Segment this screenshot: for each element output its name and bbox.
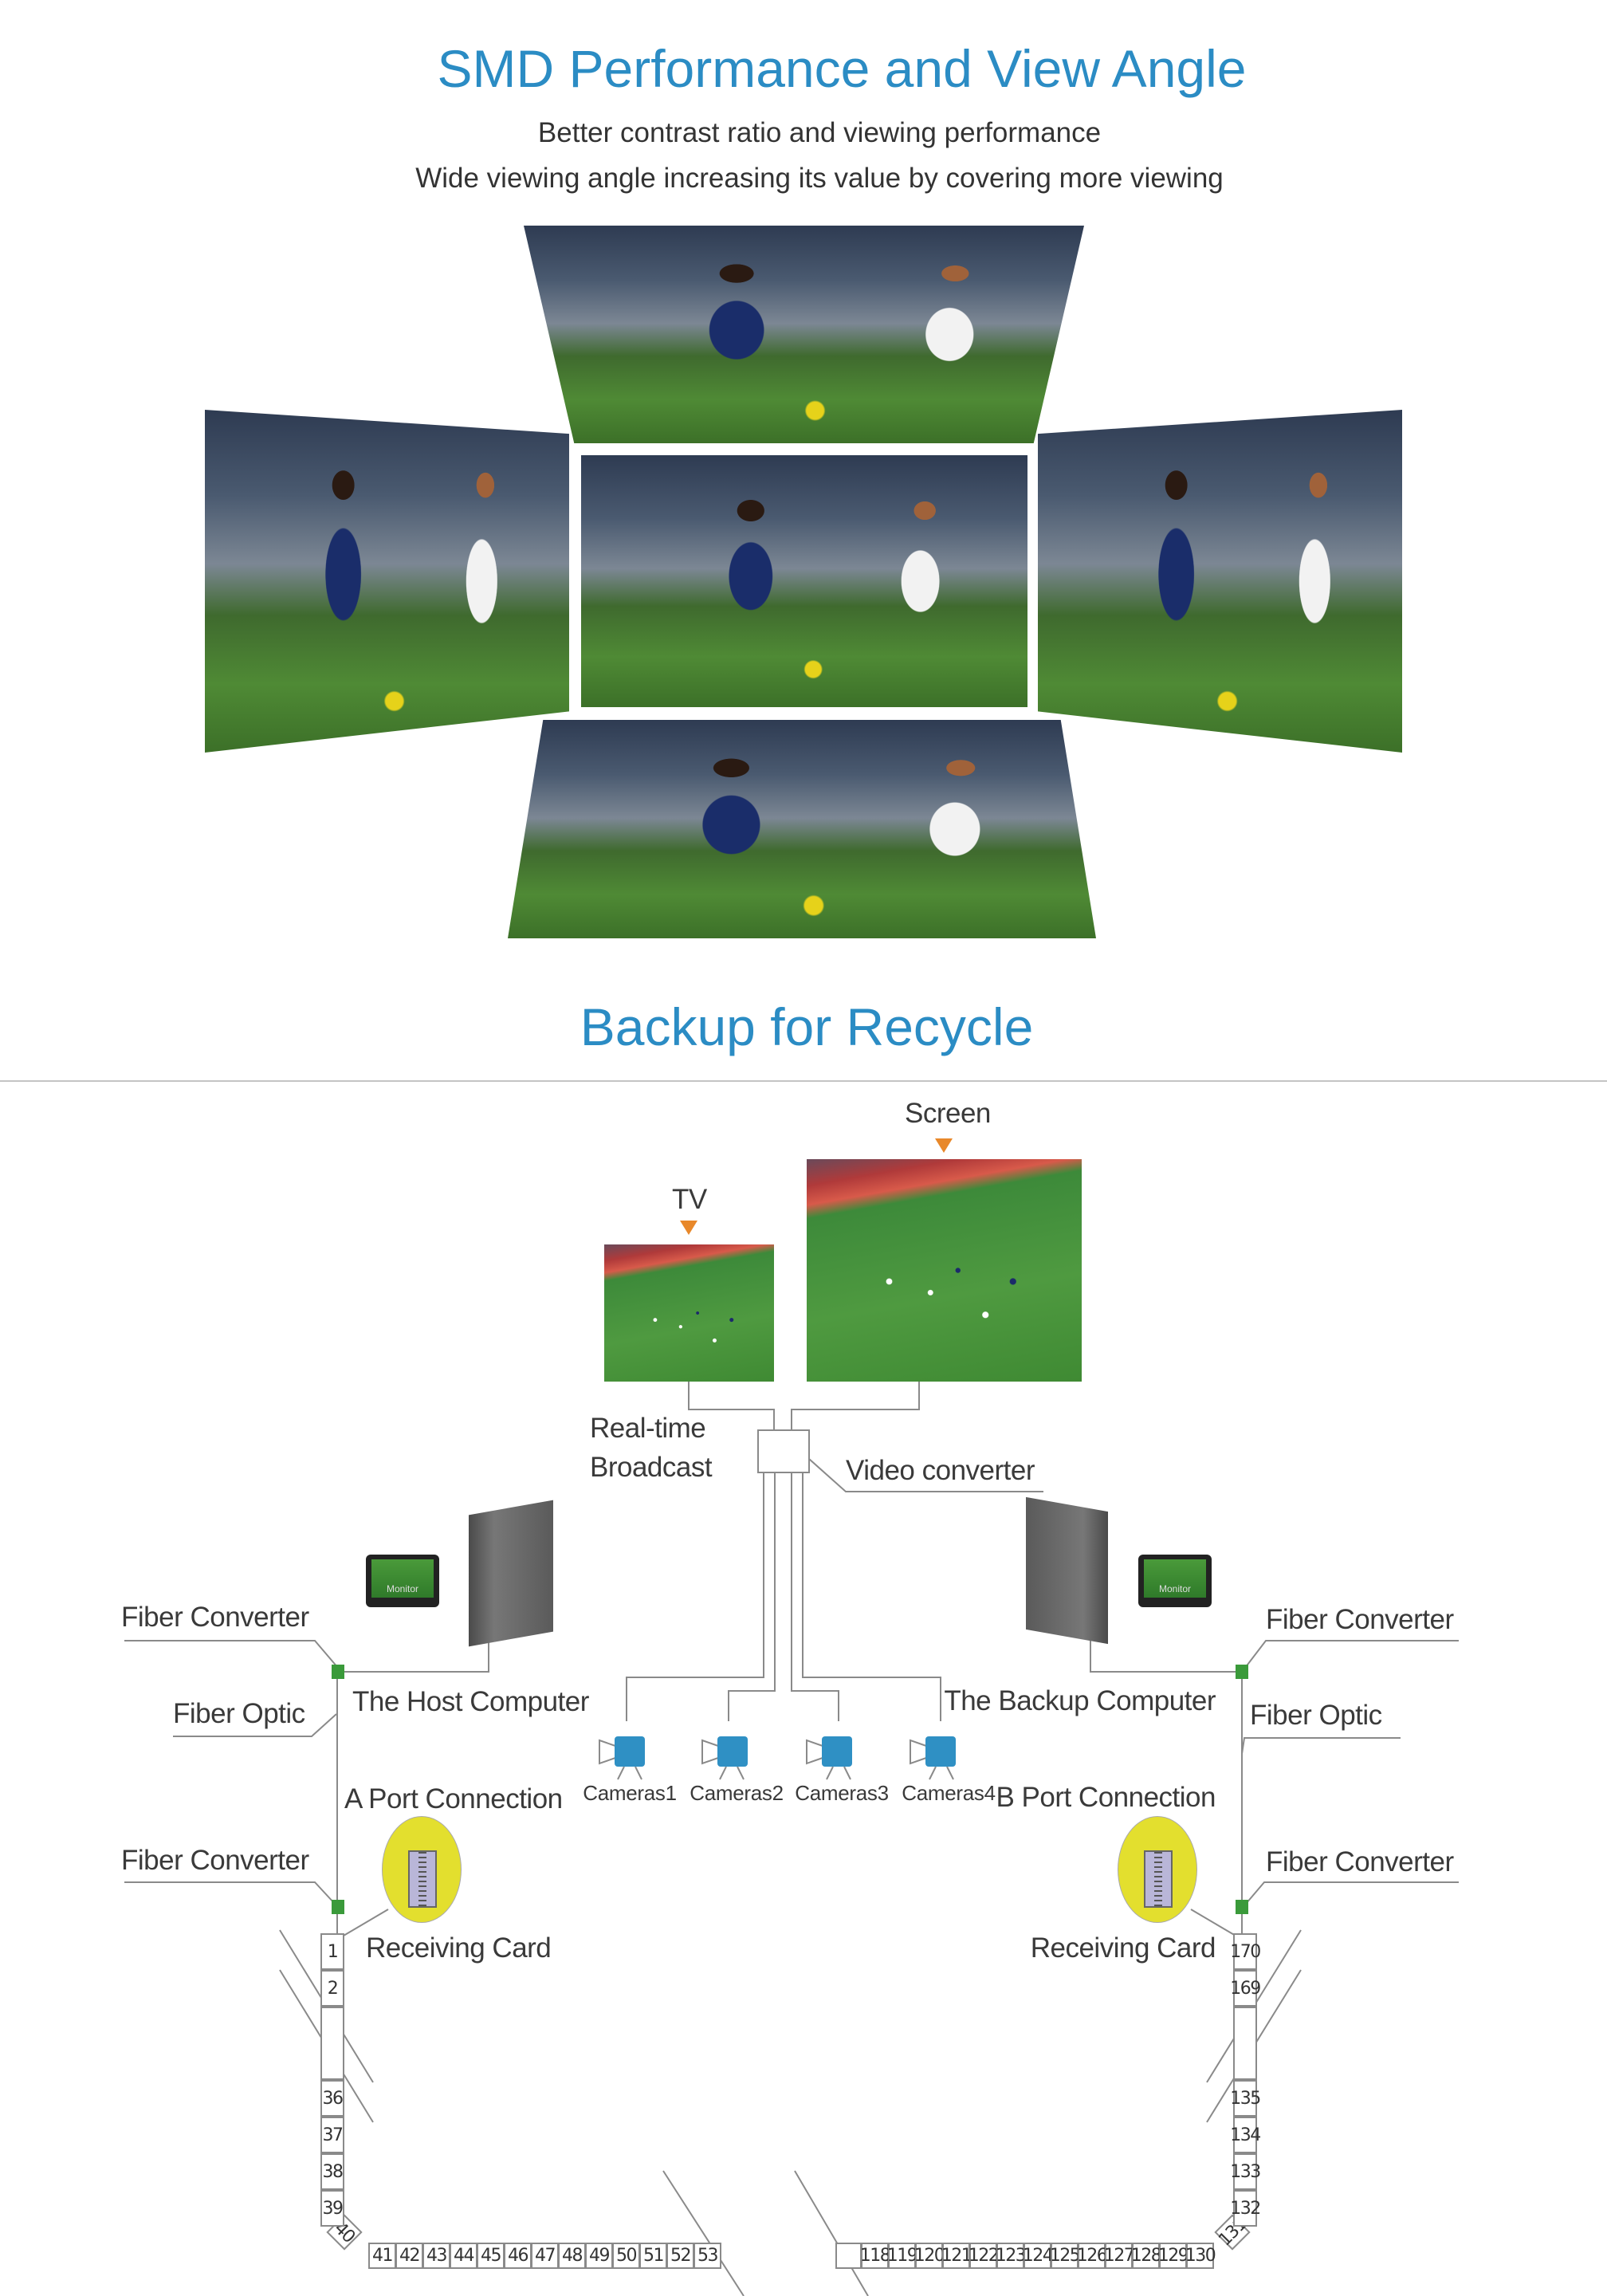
- module-cell-left-row: 53: [693, 2243, 721, 2269]
- module-cell-left-row: 47: [531, 2243, 559, 2269]
- module-cell-right-row: 124: [1023, 2243, 1054, 2269]
- left-fiber-converter-top-label: Fiber Converter: [121, 1602, 309, 1633]
- screen-image: [807, 1159, 1082, 1382]
- right-fiber-converter-bottom-label: Fiber Converter: [1266, 1846, 1454, 1877]
- tv-arrow-icon: [680, 1221, 697, 1235]
- section-title-smd: SMD Performance and View Angle: [437, 39, 1247, 98]
- camera-3-icon: [822, 1736, 852, 1767]
- module-cell-left-row: 50: [612, 2243, 640, 2269]
- host-computer-label: The Host Computer: [352, 1686, 589, 1717]
- module-cell-left-row: 45: [477, 2243, 505, 2269]
- backup-monitor-icon: Monitor: [1138, 1555, 1212, 1607]
- module-cell-right-row: 120: [914, 2243, 945, 2269]
- camera-4-icon: [925, 1736, 956, 1767]
- module-cell-left-row: 41: [368, 2243, 396, 2269]
- module-cell-right-row: 125: [1050, 2243, 1081, 2269]
- camera-1-label: Cameras1: [583, 1781, 677, 1805]
- module-cell-left-row: 48: [558, 2243, 586, 2269]
- section-title-backup: Backup for Recycle: [580, 997, 1034, 1056]
- view-angle-photo-bottom: [508, 720, 1096, 938]
- backup-monitor-text: Monitor: [1144, 1559, 1206, 1598]
- right-receiving-card-icon: [1118, 1816, 1197, 1923]
- backup-tower-icon: [1026, 1496, 1108, 1645]
- backup-computer-label: The Backup Computer: [944, 1685, 1216, 1716]
- tv-image: [604, 1244, 774, 1382]
- module-cell-right-row: 119: [887, 2243, 918, 2269]
- module-cell-left-row: 42: [395, 2243, 423, 2269]
- right-fiber-converter-top-label: Fiber Converter: [1266, 1604, 1454, 1635]
- camera-2-label: Cameras2: [690, 1781, 784, 1805]
- right-fiber-optic-label: Fiber Optic: [1250, 1700, 1382, 1731]
- subtitle-contrast: Better contrast ratio and viewing perfor…: [537, 117, 1102, 148]
- module-cell-right-row: 126: [1077, 2243, 1108, 2269]
- camera-2-icon: [717, 1736, 748, 1767]
- right-receiving-card-label: Receiving Card: [1030, 1932, 1216, 1964]
- module-cell-left-column: 38: [320, 2153, 344, 2190]
- broadcast-label: Broadcast: [590, 1452, 713, 1483]
- right-fiber-converter-top-icon: [1236, 1665, 1248, 1679]
- video-converter-label: Video converter: [846, 1455, 1035, 1486]
- left-fiber-converter-bottom-label: Fiber Converter: [121, 1845, 309, 1876]
- module-cell-left-column: [320, 2007, 344, 2080]
- module-cell-left-row: 43: [422, 2243, 450, 2269]
- left-fiber-optic-label: Fiber Optic: [173, 1698, 305, 1729]
- module-cell-left-row: 49: [585, 2243, 613, 2269]
- module-cell-left-column: 2: [320, 1970, 344, 2007]
- host-monitor-text: Monitor: [371, 1559, 434, 1598]
- module-cell-right-column: 135: [1230, 2080, 1261, 2117]
- view-angle-photo-top: [524, 226, 1084, 443]
- left-fiber-converter-bottom-icon: [332, 1900, 344, 1914]
- module-cell-right-row: 127: [1104, 2243, 1135, 2269]
- module-cell-left-row: 51: [639, 2243, 667, 2269]
- left-receiving-card-icon: [382, 1816, 462, 1923]
- module-cell-right-row: 130: [1185, 2243, 1216, 2269]
- a-port-connection-label: A Port Connection: [344, 1783, 563, 1814]
- module-cell-right-row: 129: [1158, 2243, 1189, 2269]
- module-cell-right-column: 132: [1230, 2190, 1261, 2227]
- host-tower-icon: [469, 1500, 553, 1647]
- module-cell-left-column: 39: [320, 2190, 344, 2227]
- tv-label: TV: [672, 1184, 707, 1215]
- realtime-label: Real-time: [590, 1413, 706, 1444]
- module-cell-left-column: 37: [320, 2117, 344, 2153]
- screen-label: Screen: [905, 1098, 991, 1129]
- left-receiving-card-label: Receiving Card: [366, 1932, 552, 1964]
- module-cell-left-column: 1: [320, 1933, 344, 1970]
- module-cell-right-row: 123: [996, 2243, 1027, 2269]
- module-cell-right-column: [1233, 2007, 1257, 2080]
- camera-1-icon: [615, 1736, 645, 1767]
- module-cell-right-column: 169: [1230, 1970, 1261, 2007]
- module-cell-right-column: 134: [1230, 2117, 1261, 2153]
- camera-3-label: Cameras3: [795, 1781, 889, 1805]
- view-angle-photo-center: [581, 455, 1027, 707]
- module-cell-left-row: 44: [450, 2243, 477, 2269]
- b-port-connection-label: B Port Connection: [996, 1782, 1216, 1813]
- module-cell-left-row: 46: [504, 2243, 532, 2269]
- module-cell-right-row: [835, 2243, 862, 2269]
- right-fiber-converter-bottom-icon: [1236, 1900, 1248, 1914]
- host-monitor-icon: Monitor: [366, 1555, 439, 1607]
- module-cell-right-row: 122: [969, 2243, 1000, 2269]
- screen-arrow-icon: [935, 1138, 953, 1153]
- module-cell-right-row: 118: [860, 2243, 891, 2269]
- view-angle-photo-left: [205, 410, 569, 753]
- left-fiber-converter-top-icon: [332, 1665, 344, 1679]
- module-cell-right-row: 128: [1131, 2243, 1162, 2269]
- view-angle-photo-right: [1038, 410, 1402, 753]
- module-cell-right-column: 133: [1230, 2153, 1261, 2190]
- module-cell-left-row: 52: [666, 2243, 694, 2269]
- module-cell-left-column: 36: [320, 2080, 344, 2117]
- camera-4-label: Cameras4: [902, 1781, 996, 1805]
- subtitle-viewing-angle: Wide viewing angle increasing its value …: [415, 163, 1224, 194]
- module-cell-right-column: 170: [1230, 1933, 1261, 1970]
- module-cell-right-row: 121: [941, 2243, 972, 2269]
- section-divider: [0, 1080, 1607, 1082]
